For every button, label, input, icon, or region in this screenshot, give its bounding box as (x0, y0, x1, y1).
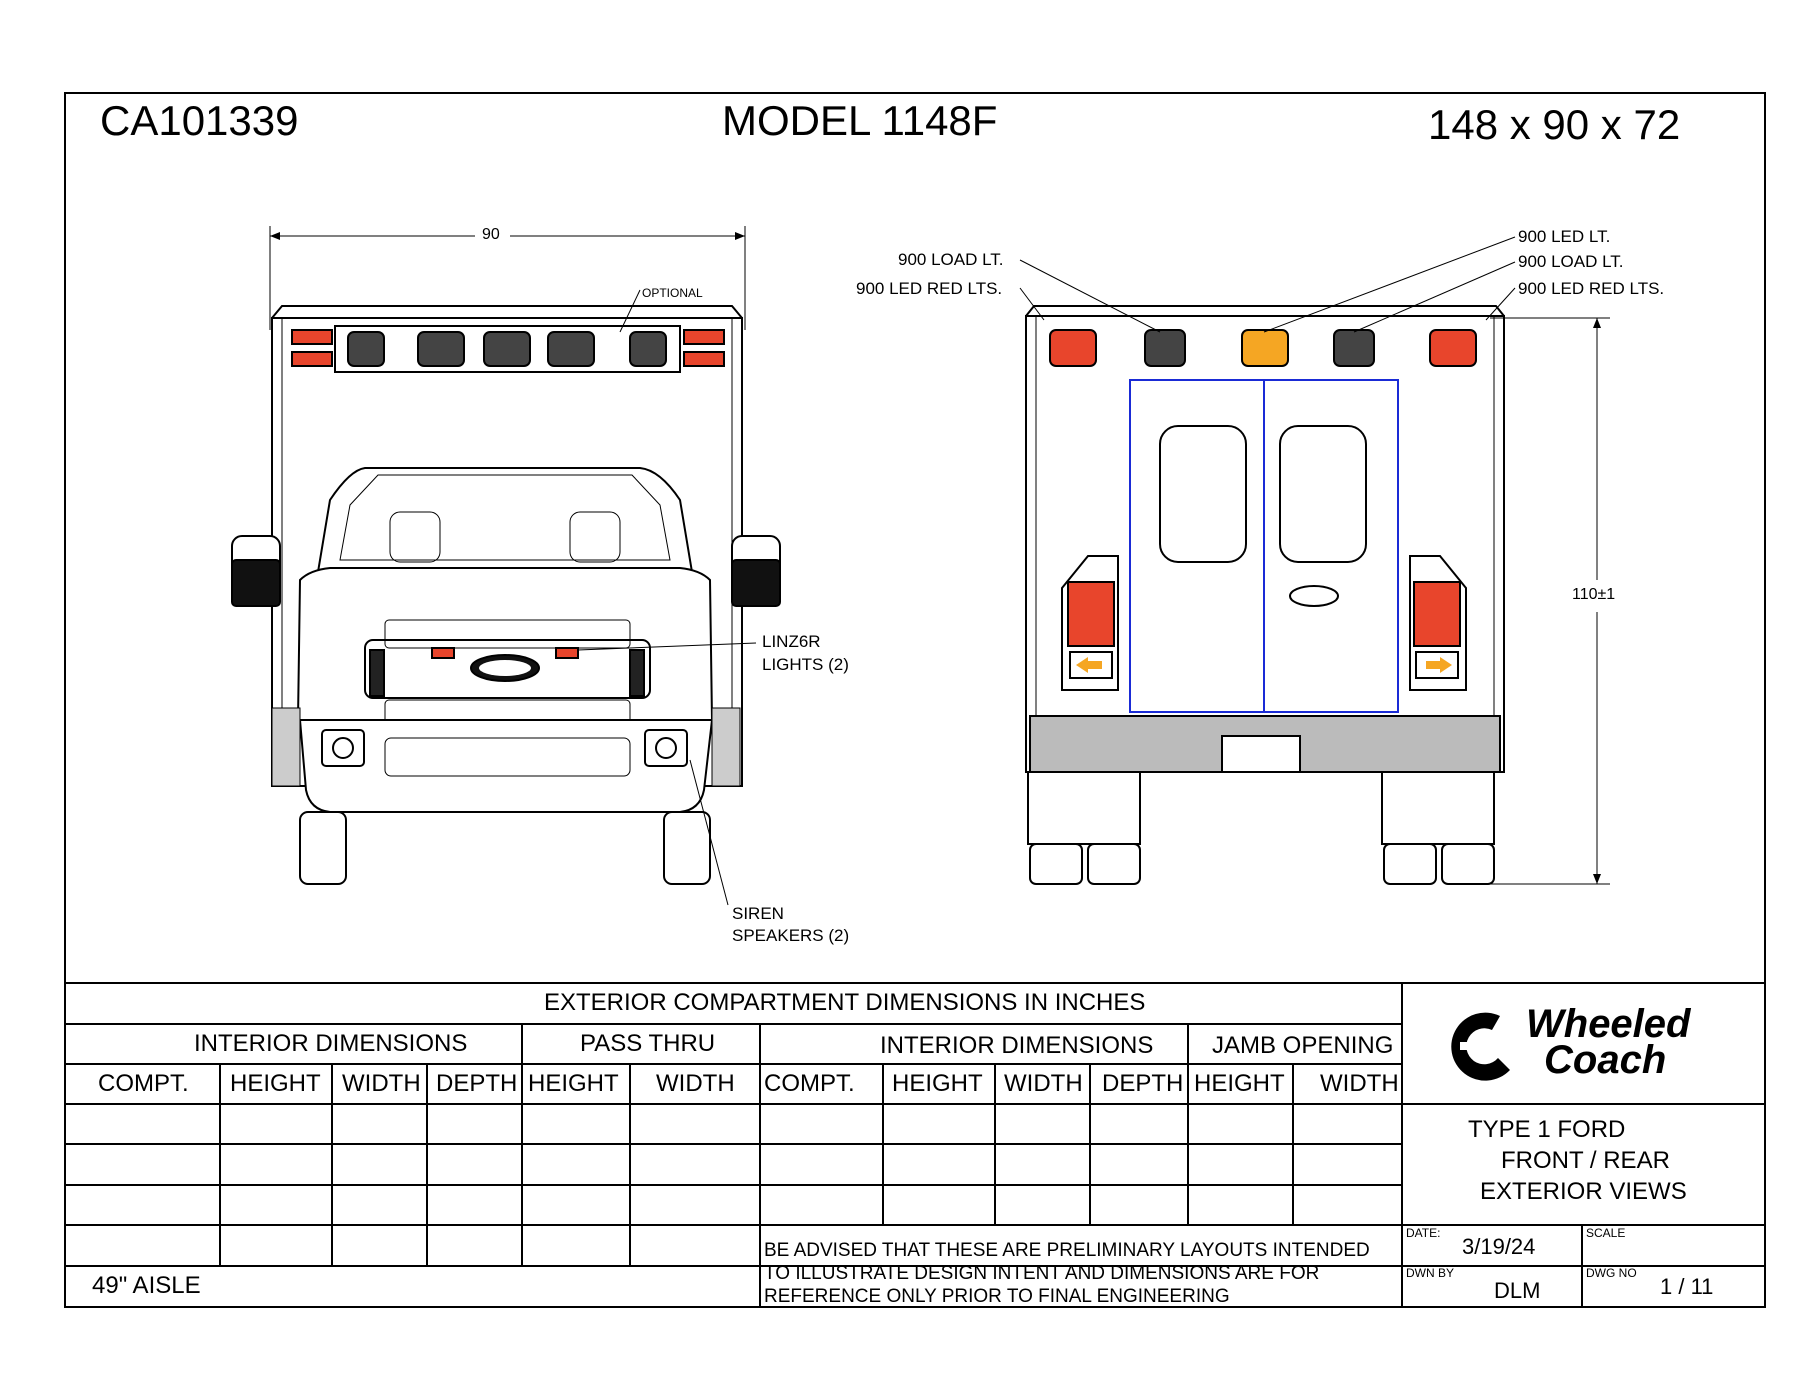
siren-label-line-2: SPEAKERS (2) (732, 926, 850, 945)
disclaimer-line-2: TO ILLUSTRATE DESIGN INTENT AND DIMENSIO… (764, 1263, 1320, 1284)
drawing-frame (64, 92, 1766, 1308)
rear-right-label-1: 900 LED LT. (1518, 227, 1611, 246)
col-pass-width: WIDTH (656, 1070, 735, 1097)
height-dimension: 110±1 (1572, 586, 1616, 603)
aisle-note: 49" AISLE (92, 1272, 201, 1299)
company-logo: Wheeled Coach (1440, 1002, 1760, 1092)
col-jamb-width: WIDTH (1320, 1070, 1399, 1097)
overall-dimensions: 148 x 90 x 72 (1428, 101, 1681, 148)
col-left-compt: COMPT. (98, 1070, 189, 1097)
col-left-depth: DEPTH (436, 1070, 518, 1097)
col-jamb-height: HEIGHT (1194, 1070, 1285, 1097)
group-interior-left: INTERIOR DIMENSIONS (194, 1030, 468, 1057)
drawn-by-value: DLM (1494, 1278, 1541, 1303)
optional-label: OPTIONAL (642, 286, 703, 300)
drawing-desc-1: TYPE 1 FORD (1468, 1116, 1626, 1143)
rear-right-label-2: 900 LOAD LT. (1518, 252, 1624, 271)
drawing-desc-3: EXTERIOR VIEWS (1480, 1178, 1687, 1205)
disclaimer-line-3: REFERENCE ONLY PRIOR TO FINAL ENGINEERIN… (764, 1286, 1230, 1307)
siren-label-line-1: SIREN (732, 904, 784, 923)
date-value: 3/19/24 (1462, 1234, 1536, 1259)
logo-text-line-2: Coach (1544, 1038, 1667, 1082)
rear-right-label-3: 900 LED RED LTS. (1518, 279, 1665, 298)
dwg-no-label: DWG NO (1586, 1266, 1637, 1280)
job-number: CA101339 (100, 97, 299, 144)
wheeled-coach-emblem-icon (1451, 1012, 1510, 1081)
lights-label-line-1: LINZ6R (762, 632, 821, 651)
disclaimer-line-1: BE ADVISED THAT THESE ARE PRELIMINARY LA… (764, 1240, 1370, 1261)
width-dimension: 90 (482, 226, 500, 243)
table-title: EXTERIOR COMPARTMENT DIMENSIONS IN INCHE… (544, 989, 1146, 1016)
scale-label: SCALE (1586, 1226, 1626, 1240)
drawing-desc-2: FRONT / REAR (1501, 1147, 1670, 1174)
group-pass-thru: PASS THRU (580, 1030, 716, 1057)
col-right-width: WIDTH (1004, 1070, 1083, 1097)
drawing-canvas (231, 226, 1610, 906)
date-label: DATE: (1406, 1226, 1441, 1240)
group-interior-right: INTERIOR DIMENSIONS (880, 1032, 1154, 1059)
col-right-compt: COMPT. (764, 1070, 855, 1097)
col-left-height: HEIGHT (230, 1070, 321, 1097)
dwg-no-value: 1 / 11 (1660, 1274, 1714, 1299)
col-right-height: HEIGHT (892, 1070, 983, 1097)
drawn-by-label: DWN BY (1406, 1266, 1454, 1280)
group-jamb-opening: JAMB OPENING (1212, 1032, 1394, 1059)
model-title: MODEL 1148F (722, 97, 998, 144)
rear-left-label-1: 900 LOAD LT. (898, 250, 1004, 269)
col-left-width: WIDTH (342, 1070, 421, 1097)
logo-text-line-1: Wheeled (1526, 1002, 1691, 1046)
col-right-depth: DEPTH (1102, 1070, 1184, 1097)
rear-left-label-2: 900 LED RED LTS. (856, 279, 1003, 298)
col-pass-height: HEIGHT (528, 1070, 619, 1097)
front-view (231, 226, 781, 906)
rear-view (1019, 236, 1610, 885)
lights-label-line-2: LIGHTS (2) (762, 655, 849, 674)
